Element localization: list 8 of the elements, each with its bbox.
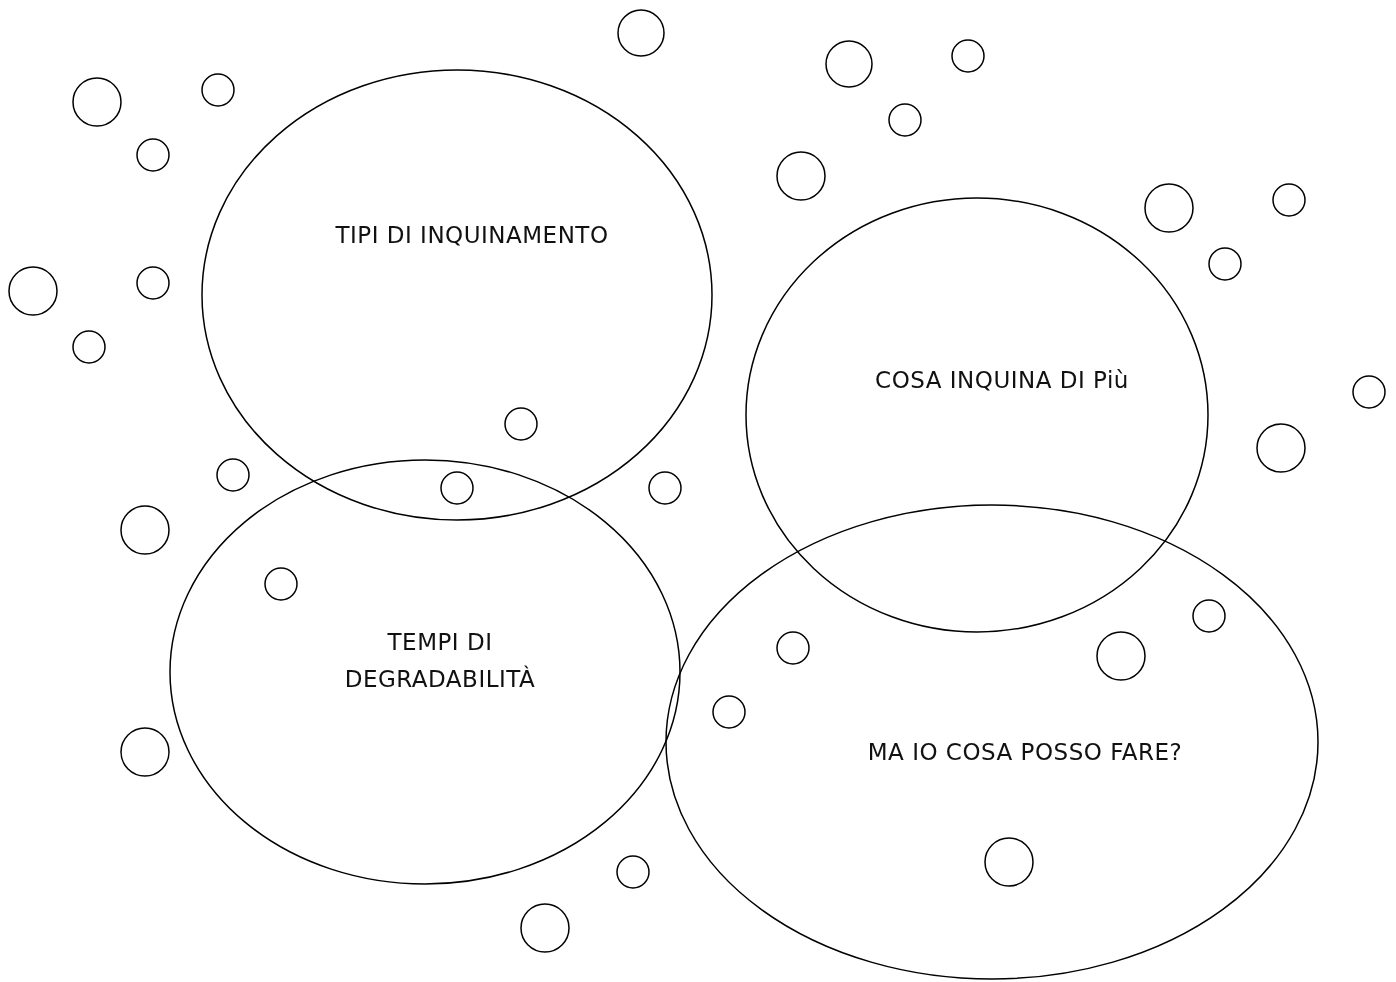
topic-label: MA IO COSA POSSO FARE? xyxy=(866,737,1184,767)
topic-ellipse xyxy=(665,504,1319,980)
topic-label: COSA INQUINA DI Più xyxy=(874,365,1130,395)
topic-ellipse xyxy=(201,69,713,521)
topic-label: TEMPI DI DEGRADABILITÀ xyxy=(343,628,537,694)
topic-ellipse xyxy=(745,197,1209,633)
topic-label: TIPI DI INQUINAMENTO xyxy=(334,220,610,250)
topic-ellipse xyxy=(169,459,681,885)
